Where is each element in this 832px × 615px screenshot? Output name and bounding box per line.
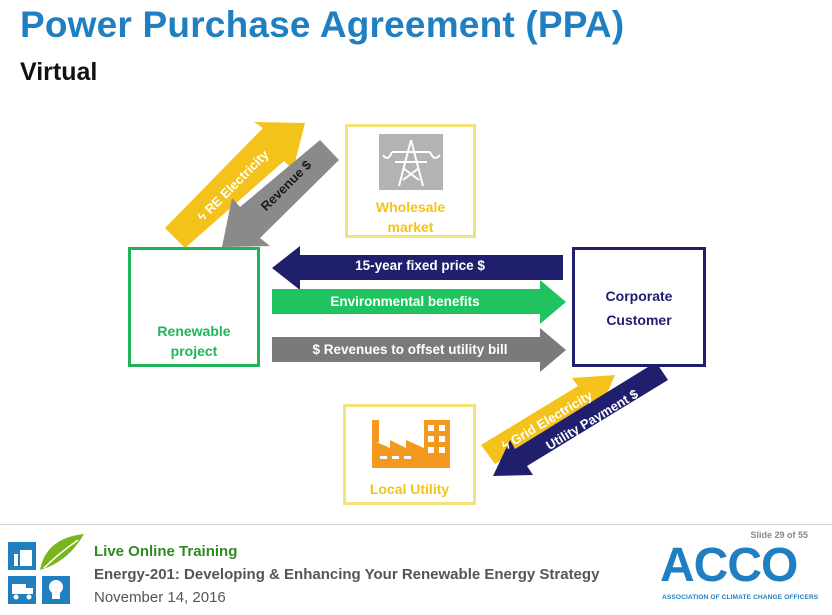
environmental-benefits-arrow bbox=[272, 280, 566, 324]
acco-logo-tagline: ASSOCIATION OF CLIMATE CHANGE OFFICERS bbox=[662, 594, 819, 601]
environmental-benefits-label: Environmental benefits bbox=[330, 294, 480, 309]
revenues-offset-label: $ Revenues to offset utility bill bbox=[312, 342, 508, 357]
factory-icon bbox=[372, 420, 450, 468]
revenue-arrow bbox=[222, 140, 339, 247]
renewable-project-label: Renewable project bbox=[157, 323, 231, 359]
footer-line2: Energy-201: Developing & Enhancing Your … bbox=[94, 566, 600, 583]
transmission-tower-icon bbox=[379, 134, 443, 190]
acco-logo-text: ACCO bbox=[660, 539, 798, 592]
fixed-price-arrow bbox=[272, 246, 563, 290]
footer-line1: Live Online Training bbox=[94, 543, 238, 560]
slide-subtitle: Virtual bbox=[20, 58, 98, 86]
renewable-project-box: Renewable project bbox=[128, 247, 260, 367]
corporate-customer-box: Corporate Customer bbox=[572, 247, 706, 367]
footer-line3: November 14, 2016 bbox=[94, 589, 226, 606]
footer-icons bbox=[8, 534, 84, 604]
slide-number: Slide 29 of 55 bbox=[750, 530, 808, 540]
revenues-offset-arrow bbox=[272, 328, 566, 372]
fixed-price-label: 15-year fixed price $ bbox=[355, 258, 485, 273]
footer-divider bbox=[0, 524, 832, 525]
local-utility-label: Local Utility bbox=[369, 481, 450, 497]
re-electricity-arrow bbox=[165, 122, 305, 248]
local-utility-box: Local Utility bbox=[343, 404, 476, 505]
utility-payment-arrow bbox=[493, 362, 668, 476]
corporate-customer-label: Corporate Customer bbox=[605, 288, 673, 328]
slide-title: Power Purchase Agreement (PPA) bbox=[20, 4, 625, 45]
grid-electricity-arrow bbox=[481, 375, 615, 464]
wholesale-market-label: Wholesale market bbox=[375, 199, 446, 235]
wholesale-market-box: Wholesale market bbox=[345, 124, 476, 238]
